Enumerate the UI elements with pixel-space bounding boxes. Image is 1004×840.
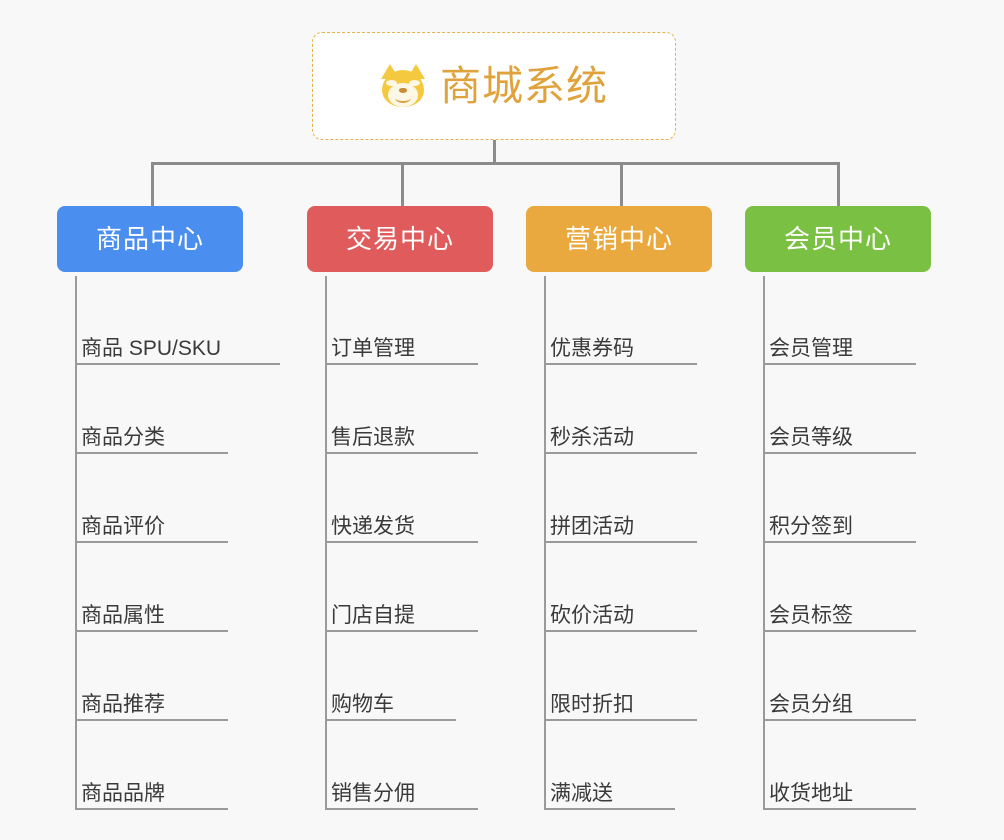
leaf-label: 会员等级: [769, 426, 853, 449]
branch-trunk-line: [75, 276, 77, 810]
leaf-item[interactable]: 拼团活动: [544, 454, 697, 543]
leaf-label: 商品属性: [81, 604, 165, 627]
shiba-nose-icon: [399, 88, 407, 93]
leaf-item[interactable]: 会员分组: [763, 632, 916, 721]
leaf-underline: [75, 719, 228, 721]
category-label: 会员中心: [783, 224, 892, 254]
branch-trunk-line: [763, 276, 765, 810]
leaf-label: 砍价活动: [550, 604, 634, 627]
shiba-eye-right-icon: [409, 80, 420, 86]
leaf-item[interactable]: 门店自提: [325, 543, 478, 632]
leaf-item[interactable]: 会员管理: [763, 276, 916, 365]
leaf-underline: [544, 541, 697, 543]
root-node[interactable]: 商城系统: [312, 32, 676, 140]
leaf-item[interactable]: 商品评价: [75, 454, 228, 543]
leaf-label: 快递发货: [331, 515, 415, 538]
leaf-label: 商品品牌: [81, 782, 165, 805]
leaf-underline: [544, 808, 675, 810]
leaf-item[interactable]: 满减送: [544, 721, 675, 810]
branch-drop-edge-3: [837, 162, 840, 206]
leaf-label: 商品分类: [81, 426, 165, 449]
leaf-item[interactable]: 积分签到: [763, 454, 916, 543]
leaf-underline: [325, 719, 456, 721]
leaf-label: 会员标签: [769, 604, 853, 627]
root-stem-edge: [493, 140, 496, 165]
leaf-underline: [544, 452, 697, 454]
leaf-item[interactable]: 商品属性: [75, 543, 228, 632]
leaf-item[interactable]: 收货地址: [763, 721, 916, 810]
leaf-label: 购物车: [331, 693, 394, 716]
leaf-label: 拼团活动: [550, 515, 634, 538]
leaf-label: 订单管理: [331, 337, 415, 360]
leaf-label: 商品推荐: [81, 693, 165, 716]
leaf-underline: [325, 452, 478, 454]
leaf-label: 商品 SPU/SKU: [81, 337, 222, 360]
leaf-underline: [325, 541, 478, 543]
leaf-underline: [325, 630, 478, 632]
category-box-4[interactable]: 会员中心: [745, 206, 931, 272]
leaf-item[interactable]: 优惠券码: [544, 276, 697, 365]
leaf-item[interactable]: 商品推荐: [75, 632, 228, 721]
leaf-item[interactable]: 秒杀活动: [544, 365, 697, 454]
branch-drop-edge-2: [620, 162, 623, 206]
category-label: 商品中心: [95, 224, 204, 254]
shiba-mouth-icon: [395, 93, 411, 103]
branch-drop-edge-1: [401, 162, 404, 206]
leaf-label: 限时折扣: [550, 693, 634, 716]
leaf-item[interactable]: 商品分类: [75, 365, 228, 454]
leaf-item[interactable]: 销售分佣: [325, 721, 478, 810]
leaf-item[interactable]: 快递发货: [325, 454, 478, 543]
leaf-underline: [544, 630, 697, 632]
leaf-label: 满减送: [550, 782, 613, 805]
leaf-underline: [75, 541, 228, 543]
leaf-item[interactable]: 限时折扣: [544, 632, 697, 721]
leaf-label: 会员管理: [769, 337, 853, 360]
shiba-eye-left-icon: [386, 80, 397, 86]
leaf-underline: [544, 719, 697, 721]
leaf-label: 销售分佣: [331, 782, 415, 805]
leaf-item[interactable]: 商品品牌: [75, 721, 228, 810]
leaf-item[interactable]: 会员等级: [763, 365, 916, 454]
leaf-item[interactable]: 售后退款: [325, 365, 478, 454]
leaf-underline: [763, 452, 916, 454]
root-title: 商城系统: [440, 62, 608, 109]
category-box-3[interactable]: 营销中心: [526, 206, 712, 272]
leaf-label: 收货地址: [769, 782, 853, 805]
leaf-item[interactable]: 商品 SPU/SKU: [75, 276, 280, 365]
leaf-underline: [763, 363, 916, 365]
shiba-dog-face-icon: [380, 64, 426, 108]
category-label: 营销中心: [564, 224, 673, 254]
leaf-underline: [75, 630, 228, 632]
leaf-label: 商品评价: [81, 515, 165, 538]
leaf-label: 优惠券码: [550, 337, 634, 360]
leaf-label: 秒杀活动: [550, 426, 634, 449]
leaf-underline: [75, 808, 228, 810]
leaf-label: 售后退款: [331, 426, 415, 449]
leaf-label: 门店自提: [331, 604, 415, 627]
leaf-underline: [763, 630, 916, 632]
leaf-item[interactable]: 会员标签: [763, 543, 916, 632]
branch-trunk-line: [325, 276, 327, 810]
leaf-item[interactable]: 购物车: [325, 632, 456, 721]
leaf-underline: [763, 719, 916, 721]
category-label: 交易中心: [345, 224, 454, 254]
leaf-item[interactable]: 砍价活动: [544, 543, 697, 632]
leaf-underline: [763, 808, 916, 810]
leaf-underline: [75, 363, 280, 365]
category-box-1[interactable]: 商品中心: [57, 206, 243, 272]
leaf-item[interactable]: 订单管理: [325, 276, 478, 365]
leaf-underline: [325, 808, 478, 810]
leaf-label: 会员分组: [769, 693, 853, 716]
category-box-2[interactable]: 交易中心: [307, 206, 493, 272]
leaf-underline: [325, 363, 478, 365]
leaf-underline: [763, 541, 916, 543]
leaf-underline: [544, 363, 697, 365]
leaf-label: 积分签到: [769, 515, 853, 538]
leaf-underline: [75, 452, 228, 454]
branch-trunk-line: [544, 276, 546, 810]
horizontal-bus-edge: [151, 162, 840, 165]
branch-drop-edge-0: [151, 162, 154, 206]
